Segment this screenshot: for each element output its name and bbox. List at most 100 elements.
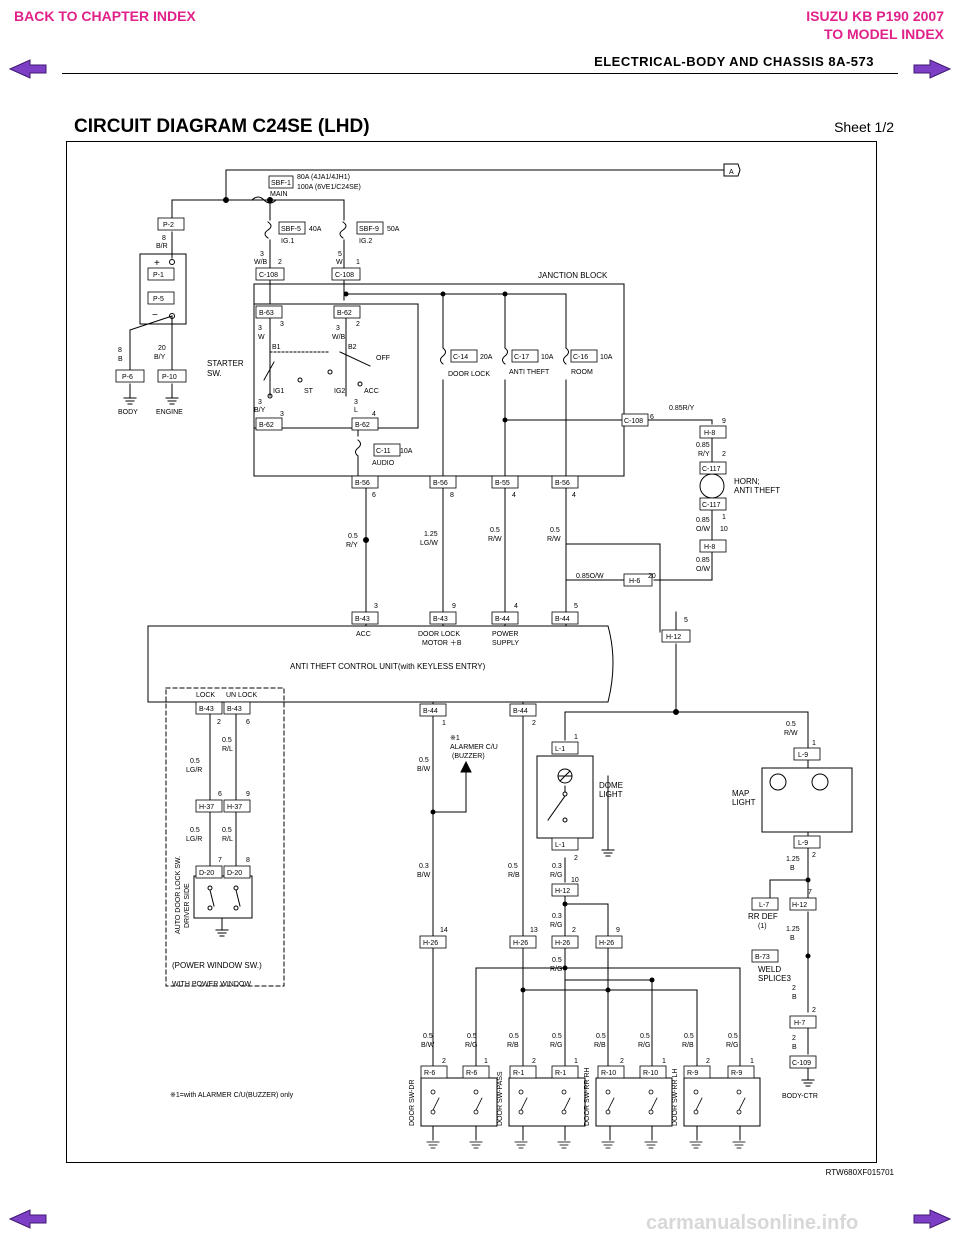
pw-vert2: DRIVER SIDE <box>184 883 191 928</box>
w-by: B/Y <box>254 407 266 414</box>
switch-contact <box>693 1089 699 1095</box>
l-wrg3: R/G <box>550 966 562 973</box>
door-pin-label: 2 <box>442 1058 446 1065</box>
m-w05rw: 0.5 <box>786 721 796 728</box>
l-b44b: B-44 <box>513 708 528 715</box>
l-p10: 10 <box>571 877 579 884</box>
wire-br: B/R <box>156 243 168 250</box>
door-pin-label: 2 <box>532 1058 536 1065</box>
w3c: 3 <box>336 325 340 332</box>
b56b-label: B-56 <box>433 480 448 487</box>
m-l9a: L-9 <box>798 752 808 759</box>
pw-d20b: D-20 <box>227 870 242 877</box>
w3a: 3 <box>258 325 262 332</box>
door-wire-color: R/G <box>638 1042 650 1049</box>
b56c-label: B-56 <box>555 480 570 487</box>
h6-label: H-6 <box>629 578 640 585</box>
switch-contact <box>561 1089 567 1095</box>
c117a-label: C-117 <box>702 466 721 473</box>
c17-label: C-17 <box>514 354 529 361</box>
wire-5: 5 <box>338 251 342 258</box>
prev-page-arrow-bottom-icon[interactable] <box>8 1208 48 1230</box>
c14-name: DOOR LOCK <box>448 371 490 378</box>
switch-contact <box>605 1109 611 1115</box>
c16-rating: 10A <box>600 354 613 361</box>
l-w03c: 0.3 <box>552 913 562 920</box>
door-connector-label: R-6 <box>466 1070 477 1077</box>
prev-page-arrow-icon[interactable] <box>8 58 48 80</box>
next-page-arrow-icon[interactable] <box>912 58 952 80</box>
c16-label: C-16 <box>573 354 588 361</box>
m-c109: C-109 <box>792 1060 811 1067</box>
switch-lever <box>650 1097 658 1111</box>
u-b43a: B-43 <box>355 616 370 623</box>
ig2-pos: IG2 <box>334 388 345 395</box>
u-p4: 4 <box>514 603 518 610</box>
l-p9: 9 <box>616 927 620 934</box>
door-connector-label: R-10 <box>643 1070 658 1077</box>
door-switch-label: DOOR SW-PASS <box>497 1071 504 1126</box>
dome2: LIGHT <box>599 790 623 799</box>
door-pin-label: 1 <box>662 1058 666 1065</box>
l-p14: 14 <box>440 927 448 934</box>
o-p8: 8 <box>450 492 454 499</box>
pw-p8: 8 <box>246 857 250 864</box>
next-page-arrow-bottom-icon[interactable] <box>912 1208 952 1230</box>
h-pin1: 1 <box>722 514 726 521</box>
h8b-label: H-8 <box>704 544 715 551</box>
pw-w05a: 0.5 <box>222 737 232 744</box>
door-pin-label: 1 <box>484 1058 488 1065</box>
switch-lever <box>432 1097 440 1111</box>
pw-p6b: 6 <box>218 791 222 798</box>
h-pin2: 2 <box>722 451 726 458</box>
w2: 2 <box>356 321 360 328</box>
l-pl2: 2 <box>574 855 578 862</box>
switch-contact <box>736 1109 742 1115</box>
switch-contact <box>518 1109 524 1115</box>
switch-contact <box>693 1109 699 1115</box>
door-connector-label: R-10 <box>601 1070 616 1077</box>
door-wire-size: 0.5 <box>467 1033 477 1040</box>
o-p4b: 4 <box>572 492 576 499</box>
door-wire-size: 0.5 <box>509 1033 519 1040</box>
sbf9-rating: 50A <box>387 226 400 233</box>
wire-8b: 8 <box>118 347 122 354</box>
sbf1-rating2: 100A (6VE1/C24SE) <box>297 184 361 191</box>
m-p7: 7 <box>808 889 812 896</box>
alarm1: ※1 <box>450 735 460 742</box>
pw-b43a: B-43 <box>199 706 214 713</box>
switch-contact <box>430 1089 436 1095</box>
u-power2: SUPPLY <box>492 640 519 647</box>
p6-label: P-6 <box>122 374 133 381</box>
battery-minus: − <box>152 310 158 321</box>
body-label: BODY <box>118 409 138 416</box>
o-w05a: 0.5 <box>348 533 358 540</box>
h8a-label: H-8 <box>704 430 715 437</box>
switch-contact <box>430 1109 436 1115</box>
pin-1: 1 <box>356 259 360 266</box>
l-p13: 13 <box>530 927 538 934</box>
w3d: 3 <box>258 399 262 406</box>
c11-name: AUDIO <box>372 460 395 467</box>
m-l9b: L-9 <box>798 840 808 847</box>
l-w05d: 0.5 <box>552 957 562 964</box>
alarm3: (BUZZER) <box>452 753 485 760</box>
c108a-label: C-108 <box>259 272 278 279</box>
wire-b: B <box>118 356 123 363</box>
door-wire-color: R/B <box>507 1042 519 1049</box>
back-to-chapter-link[interactable]: BACK TO CHAPTER INDEX <box>14 8 196 24</box>
h-w085: 0.85 <box>696 442 710 449</box>
sbf5-label: SBF-5 <box>281 226 301 233</box>
m-wb3: B <box>792 994 797 1001</box>
switch-contact <box>473 1109 479 1115</box>
dome1: DOME <box>599 781 623 790</box>
ig1-pos: IG1 <box>273 388 284 395</box>
control-unit-label: ANTI THEFT CONTROL UNIT(with KEYLESS ENT… <box>290 662 486 671</box>
l-l1b: L-1 <box>555 842 565 849</box>
o-wry: R/Y <box>346 542 358 549</box>
figure-code: RTW680XF015701 <box>825 1168 894 1177</box>
u-doorlock2: MOTOR ＋B <box>422 639 462 647</box>
pw-h37b: H-37 <box>227 804 242 811</box>
pw-b43b: B-43 <box>227 706 242 713</box>
to-model-index-link[interactable]: TO MODEL INDEX <box>823 26 944 42</box>
